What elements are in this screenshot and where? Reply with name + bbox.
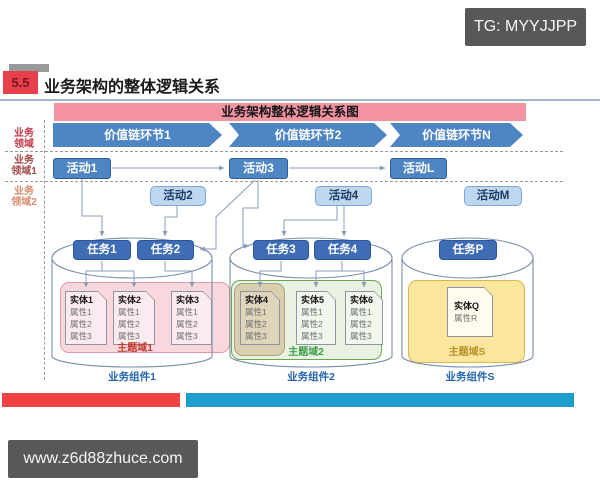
swimlane-label-line: 领域1 — [11, 166, 37, 177]
section-number-badge: 5.5 — [3, 71, 38, 94]
activity-4-box: 活动4 — [315, 186, 372, 206]
task-3-box: 任务3 — [253, 240, 309, 260]
entity-card-6: 实体6 属性1 属性2 属性3 — [345, 291, 383, 345]
entity-card-body: 实体Q 属性R — [448, 288, 492, 336]
value-chain-step-n: 价值链环节N — [390, 123, 523, 147]
entity-attr: 属性2 — [176, 319, 198, 329]
swimlane-label-business-domain-1: 业务 领域1 — [5, 155, 43, 177]
bottom-red-bar — [2, 393, 180, 407]
entity-card-5: 实体5 属性1 属性2 属性3 — [296, 291, 336, 345]
entity-attr: 属性1 — [176, 307, 198, 317]
entity-card-body: 实体1 属性1 属性2 属性3 — [66, 292, 106, 344]
swimlane-divider — [5, 181, 563, 182]
entity-title: 实体4 — [245, 295, 269, 305]
site-watermark: www.z6d88zhuce.com — [8, 440, 198, 478]
bottom-blue-bar — [186, 393, 574, 407]
entity-title: 实体2 — [118, 295, 142, 305]
activity-m-box: 活动M — [464, 186, 522, 206]
entity-attr: 属性1 — [70, 307, 92, 317]
subject-domain-1-label: 主题域1 — [117, 343, 153, 354]
value-chain-step-1: 价值链环节1 — [53, 123, 222, 147]
entity-card-1: 实体1 属性1 属性2 属性3 — [65, 291, 107, 345]
swimlane-label-line: 业务 — [14, 128, 34, 139]
activity-2-box: 活动2 — [150, 186, 206, 206]
entity-title: 实体6 — [350, 295, 374, 305]
entity-title: 实体Q — [454, 301, 480, 311]
activity-3-box: 活动3 — [229, 158, 288, 179]
section-tab-decoration — [9, 64, 49, 72]
title-divider — [0, 99, 600, 101]
task-2-box: 任务2 — [137, 240, 194, 260]
entity-attr: 属性3 — [245, 331, 267, 341]
swimlane-label-business-domain-2: 业务 领域2 — [5, 186, 43, 208]
component-s-label: 业务组件S — [445, 371, 495, 383]
entity-card-body: 实体4 属性1 属性2 属性3 — [241, 292, 279, 344]
swimlane-divider — [5, 151, 563, 152]
entity-attr: 属性2 — [70, 319, 92, 329]
entity-attr: 属性1 — [301, 307, 323, 317]
entity-card-q: 实体Q 属性R — [447, 287, 493, 337]
entity-attr: 属性2 — [245, 319, 267, 329]
subject-domain-s-label: 主题域S — [448, 347, 486, 358]
entity-attr: 属性2 — [118, 319, 140, 329]
entity-card-body: 实体3 属性1 属性2 属性3 — [172, 292, 211, 344]
entity-title: 实体5 — [301, 295, 325, 305]
entity-attr: 属性2 — [350, 319, 372, 329]
task-p-box: 任务P — [439, 240, 497, 260]
task-4-box: 任务4 — [314, 240, 371, 260]
entity-attr: 属性1 — [350, 307, 372, 317]
subject-domain-2-label: 主题域2 — [288, 347, 324, 358]
entity-title: 实体3 — [176, 295, 200, 305]
swimlane-label-line: 业务 — [14, 186, 34, 197]
swimlane-label-line: 领域2 — [11, 197, 37, 208]
entity-attr: 属性2 — [301, 319, 323, 329]
page-title: 业务架构的整体逻辑关系 — [44, 79, 221, 96]
entity-card-4: 实体4 属性1 属性2 属性3 — [240, 291, 280, 345]
tg-watermark: TG: MYYJJPP — [465, 8, 586, 46]
swimlane-label-line: 领域 — [14, 139, 34, 150]
component-2-label: 业务组件2 — [287, 371, 335, 383]
entity-attr: 属性1 — [245, 307, 267, 317]
activity-1-box: 活动1 — [53, 158, 111, 179]
entity-attr: 属性1 — [118, 307, 140, 317]
swimlane-left-border — [44, 120, 45, 380]
activity-l-box: 活动L — [390, 158, 447, 179]
diagram-title-banner: 业务架构整体逻辑关系图 — [54, 103, 526, 121]
entity-title: 实体1 — [70, 295, 94, 305]
task-1-box: 任务1 — [73, 240, 131, 260]
entity-attr: 属性3 — [350, 331, 372, 341]
swimlane-label-line: 业务 — [14, 155, 34, 166]
component-1-label: 业务组件1 — [108, 371, 156, 383]
entity-attr: 属性R — [454, 313, 478, 323]
entity-card-body: 实体5 属性1 属性2 属性3 — [297, 292, 335, 344]
entity-card-2: 实体2 属性1 属性2 属性3 — [113, 291, 155, 345]
swimlane-label-business-domain: 业务 领域 — [5, 128, 43, 150]
entity-card-body: 实体2 属性1 属性2 属性3 — [114, 292, 154, 344]
entity-attr: 属性3 — [301, 331, 323, 341]
entity-card-3: 实体3 属性1 属性2 属性3 — [171, 291, 212, 345]
entity-card-body: 实体6 属性1 属性2 属性3 — [346, 292, 382, 344]
value-chain-step-2: 价值链环节2 — [229, 123, 387, 147]
